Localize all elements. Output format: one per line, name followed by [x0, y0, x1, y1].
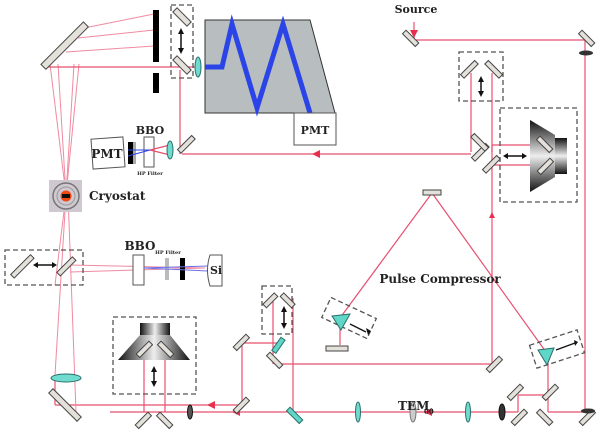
translation-stage-left [4, 249, 84, 286]
si-detector [207, 254, 223, 287]
up-down-arrow-icon [478, 76, 484, 97]
arrow-left [312, 150, 320, 158]
prism-right [537, 347, 555, 367]
retroreflector-right [530, 120, 567, 192]
compressor-mirror [422, 189, 442, 196]
bbo-bottom-label: BBO [125, 239, 156, 253]
source-label: Source [395, 3, 438, 16]
delay-stage-left [112, 316, 197, 395]
pulse-compressor-label: Pulse Compressor [379, 272, 501, 286]
cryostat [49, 180, 82, 212]
slit-bottom [153, 73, 159, 93]
bbo-top-crystal [143, 136, 155, 168]
iris-left [187, 404, 193, 420]
si-detector-label: Si [210, 264, 222, 277]
curved-mirror-top [40, 21, 90, 71]
left-right-arrow-icon [503, 153, 527, 159]
cryostat-label: Cryostat [89, 189, 146, 203]
iris-top-right [579, 50, 593, 56]
mirror-bottom-left [48, 388, 82, 422]
lens-bottom-2 [465, 401, 471, 423]
left-right-arrow-icon [33, 262, 57, 268]
prism-end-mirror [325, 345, 349, 352]
retroreflector-left [118, 323, 190, 360]
hp-filter-bottom-label: HP Filter [155, 250, 181, 256]
iris-right [581, 408, 595, 414]
arrow-left-4 [424, 408, 432, 416]
lens-focus [50, 373, 82, 383]
bbo-bottom-crystal [132, 254, 145, 286]
slit-top [153, 10, 159, 62]
pmt-left-box [90, 136, 126, 170]
arrow-left-2 [207, 401, 215, 409]
flip-mirror-stage [170, 4, 194, 79]
tem-subscript: 00 [424, 407, 434, 416]
delay-stage-right [499, 107, 578, 203]
spectrometer: PMT [204, 14, 337, 146]
lens-bottom-1 [355, 401, 361, 423]
arrow-source-down [410, 30, 418, 38]
iris-bottom [498, 403, 506, 421]
prism-stage-right [528, 329, 586, 369]
lens-bbo-top [166, 140, 174, 160]
hp-filter-top-label: HP Filter [137, 171, 163, 177]
tem-label: TEM [398, 399, 429, 413]
filter-block [128, 142, 133, 164]
prism-stage-left [320, 296, 378, 340]
tem00-aperture [409, 401, 417, 423]
up-down-arrow-icon [281, 306, 287, 329]
spectrometer-pmt-label: PMT [301, 124, 330, 137]
up-down-arrow-icon [151, 366, 157, 387]
prism-left [331, 313, 351, 331]
bbo-top-label: BBO [136, 124, 165, 137]
pmt-left-label: PMT [91, 147, 122, 161]
delay-stage-middle [261, 285, 293, 335]
spectrometer-pmt-box [293, 112, 337, 146]
up-down-arrow-icon [178, 28, 184, 54]
lens-spectrometer [194, 56, 202, 78]
delay-stage-top-right [458, 51, 504, 102]
arrow-up [489, 212, 495, 218]
